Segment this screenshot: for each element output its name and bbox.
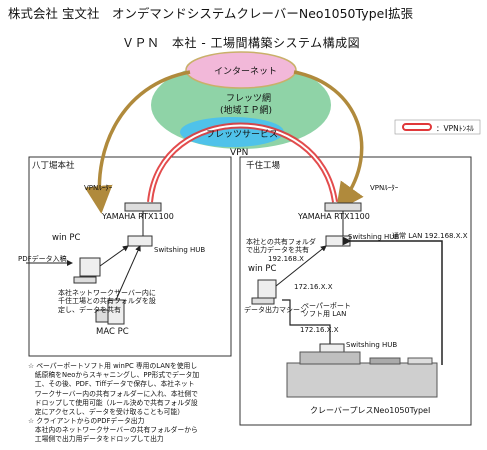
hq-router-name: YAMAHA RTX1100	[102, 212, 174, 221]
diagram-subtitle: ＶＰＮ 本社 - 工場間構築システム構成図	[122, 36, 361, 50]
hq-router-label: VPNﾙｰﾀｰ	[84, 184, 113, 192]
factory-winpc-icon	[257, 279, 277, 299]
factory-router-icon	[324, 202, 362, 212]
notes-block: ☆ ペーパーポートソフト用 winPC 専用のLANを使用し 紙原稿をNeoから…	[28, 362, 238, 445]
factory-ip1: 192.168.X	[268, 255, 304, 263]
factory-shared-line: で出力データを共有	[246, 246, 309, 255]
hq-router-icon	[124, 202, 162, 212]
hq-hub-label: Switshing HUB	[154, 246, 206, 254]
flets-label: フレッツ網	[226, 94, 272, 104]
factory-hub-icon	[325, 235, 351, 247]
hq-box	[28, 156, 232, 357]
note-line: ☆ クライアントからのPDFデータ出力	[28, 417, 145, 426]
factory-hub-label: Switshing HUB	[348, 233, 400, 241]
internet-label: インターネット	[214, 67, 278, 77]
factory-hub2-label: Switshing HUB	[346, 341, 398, 349]
note-line: 工場側で出力用データをドロップして出力	[28, 435, 164, 444]
factory-shared-line: 本社との共有フォルダ	[246, 238, 316, 246]
factory-ip3: 172.16.X.X	[300, 326, 339, 334]
internet-cloud	[185, 51, 297, 89]
note-line: ☆ ペーパーポートソフト用 winPC 専用のLANを使用し	[28, 362, 198, 370]
hq-note-line: 千住工場との共有フォルダを設	[58, 297, 156, 306]
vpn-label: VPN	[230, 148, 249, 158]
diagram-title: 株式会社 宝文社 オンデマンドシステムクレーバーNeo1050TypeⅠ拡張	[8, 6, 414, 21]
hq-winpc-label: win PC	[52, 233, 81, 243]
hq-winpc-icon	[79, 257, 101, 277]
internet-to-hq-arrow	[84, 70, 191, 214]
note-line: 本社内のネットワークサーバーの共有フォルダーから	[28, 426, 198, 435]
factory-box	[239, 156, 472, 426]
legend-tunnel-symbol	[402, 123, 432, 131]
printer-icon	[286, 351, 438, 398]
flets-sub-label: (地域ＩＰ網)	[220, 106, 273, 116]
factory-ip2: 172.16.X.X	[294, 283, 333, 291]
printer-label: クレーバープレスNeo1050TypeⅠ	[310, 406, 431, 415]
internet-to-factory-arrow	[293, 70, 364, 212]
factory-pp-line: ペーパーポート	[302, 302, 351, 310]
factory-title: 千住工場	[246, 161, 281, 171]
legend-label: ：VPNﾄﾝﾈﾙ	[436, 124, 474, 133]
hq-hub-icon	[127, 235, 153, 247]
hq-mac-label: MAC PC	[96, 327, 129, 337]
hq-title: 八丁堀本社	[32, 161, 75, 171]
note-line: ワークサーバー内の共有フォルダーに入れ、本社側で	[28, 389, 198, 398]
note-line: 工、その後、PDF、Tiffデータで保存し、本社ネット	[28, 380, 195, 389]
note-line: 紙原稿をNeoからスキャニングし、PP形式でデータ加	[28, 371, 200, 380]
hq-pdf-label: PDFデータ入稿	[18, 255, 67, 263]
flets-service-label: フレッツサービス	[206, 130, 279, 140]
note-line: ドロップして使用可能（ルール決めで共有フォルダ設	[28, 398, 198, 407]
factory-lan-label: 通常 LAN 192.168.X.X	[392, 232, 468, 240]
factory-router-label: VPNﾙｰﾀｰ	[370, 184, 399, 192]
factory-pp-line: ソフト用 LAN	[302, 310, 347, 319]
note-line: 定にアクセスし、データを受け取ることも可能）	[28, 407, 184, 416]
factory-winpc-label: win PC	[248, 264, 277, 274]
hq-note-line: 定し、データを共有	[58, 305, 121, 314]
hq-note-line: 本社ネットワークサーバー内に	[58, 289, 156, 297]
factory-server-label: データ出力マシーン	[244, 306, 307, 314]
factory-router-name: YAMAHA RTX1100	[298, 212, 370, 221]
